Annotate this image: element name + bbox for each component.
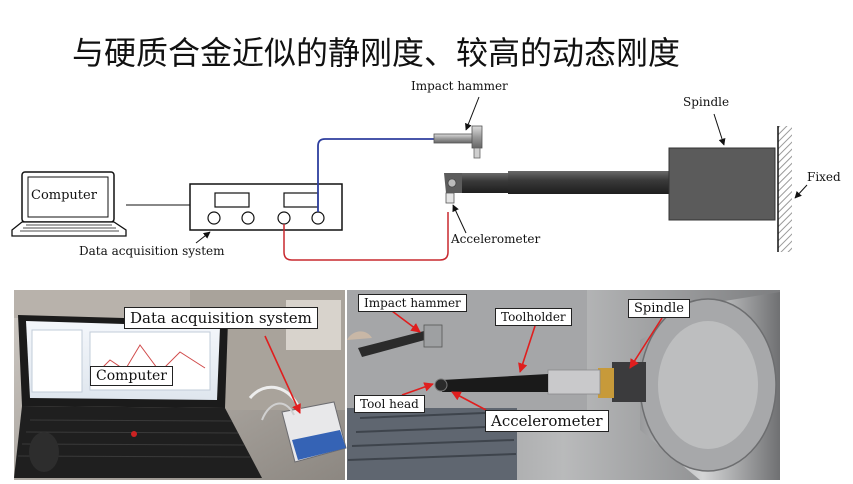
photo-tool-head-label: Tool head	[354, 395, 425, 413]
photo-spindle-label: Spindle	[628, 299, 690, 318]
daq-label-arrow	[195, 231, 211, 244]
slide-title: 与硬质合金近似的静刚度、较高的动态刚度	[72, 34, 681, 72]
fixed-label: Fixed	[807, 170, 841, 184]
photo-annotation-arrows	[264, 310, 663, 414]
accelerometer-signal-cable	[283, 212, 449, 261]
photo-daq-label: Data acquisition system	[124, 307, 318, 329]
daq-label: Data acquisition system	[79, 244, 225, 258]
accelerometer-label-arrow	[452, 204, 467, 234]
computer-label: Computer	[31, 188, 97, 203]
boring-bar-icon	[444, 171, 670, 204]
fixed-wall	[777, 126, 792, 252]
spindle-label: Spindle	[683, 95, 730, 109]
impact-hammer-icon	[433, 125, 483, 159]
fixed-label-arrow	[794, 184, 808, 199]
photo-impact-hammer-label: Impact hammer	[358, 294, 467, 312]
photo-toolholder-label: Toolholder	[495, 308, 572, 326]
spindle-label-arrow	[713, 113, 726, 146]
photo-computer-label: Computer	[90, 366, 173, 386]
impact-hammer-label-arrow	[465, 96, 480, 131]
accelerometer-label: Accelerometer	[451, 232, 541, 246]
hammer-signal-cable	[317, 138, 434, 212]
spindle-block	[668, 147, 776, 221]
photo-accelerometer-label: Accelerometer	[485, 410, 609, 432]
computer-laptop-icon	[11, 171, 127, 237]
impact-hammer-label: Impact hammer	[411, 79, 508, 93]
